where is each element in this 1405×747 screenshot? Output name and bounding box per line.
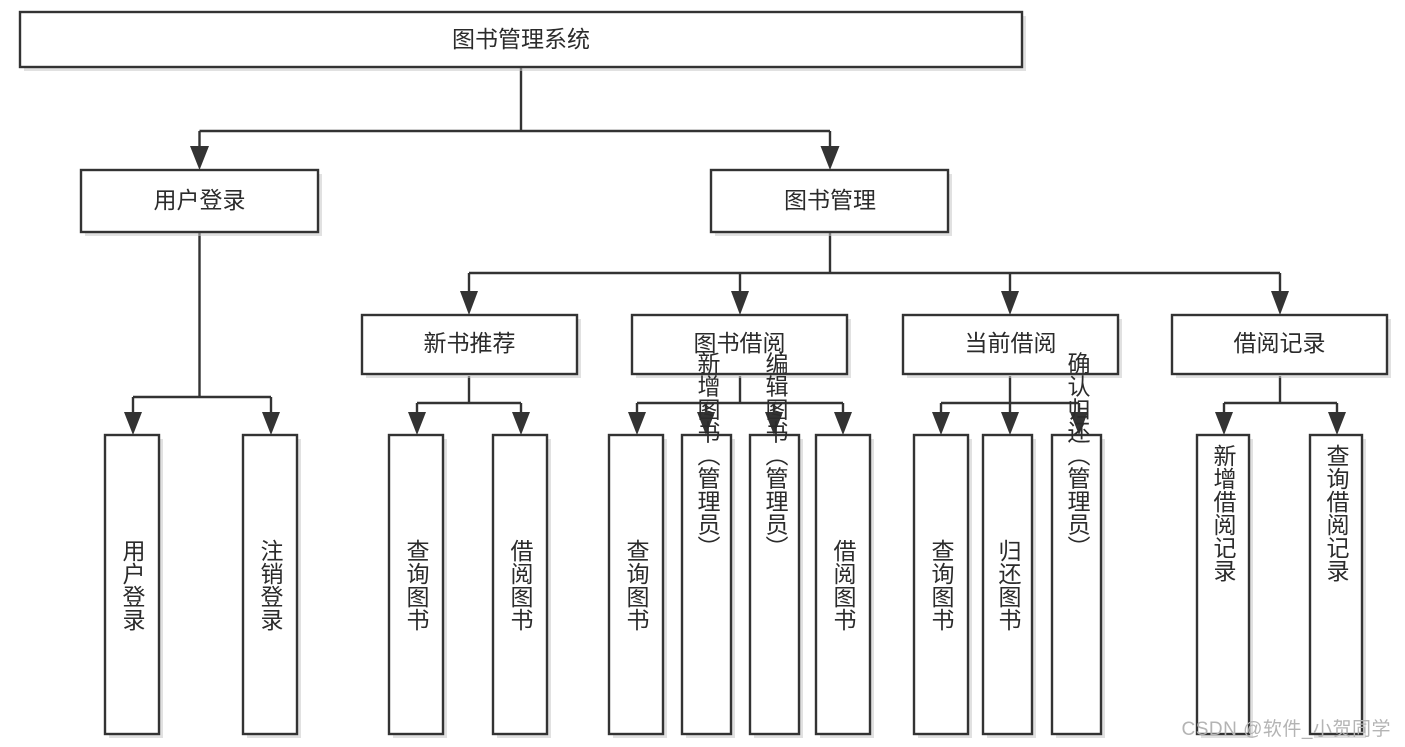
node-box[interactable]: [387, 433, 445, 736]
arrowhead-book-borrow: [731, 291, 749, 315]
node-label-borrow-record: 借阅记录: [1234, 330, 1326, 356]
arrowhead-user-login: [190, 146, 209, 170]
node-label-leaf-confirm-return: 确认归还（管理员）: [1064, 352, 1091, 559]
node-leaf-edit-book[interactable]: 编辑图书（管理员）: [748, 352, 803, 739]
node-label-leaf-add-book: 新增图书（管理员）: [694, 352, 721, 559]
node-label-leaf-user-login: 用户登录: [119, 539, 146, 631]
node-label-leaf-query-book-2: 查询图书: [623, 539, 650, 631]
node-label-leaf-user-logout: 注销登录: [257, 539, 284, 631]
connector-layer: [124, 67, 1346, 435]
node-box[interactable]: [491, 433, 549, 736]
node-leaf-query-book-3[interactable]: 查询图书: [912, 433, 972, 738]
arrowhead-leaf-edit-book: [765, 412, 783, 435]
node-leaf-borrow-book-1[interactable]: 借阅图书: [491, 433, 551, 738]
node-box[interactable]: [912, 433, 970, 736]
node-box[interactable]: [680, 433, 733, 736]
node-box[interactable]: [1308, 433, 1364, 736]
node-label-leaf-query-book-3: 查询图书: [928, 539, 955, 631]
node-label-root: 图书管理系统: [452, 26, 590, 52]
node-label-current-borrow: 当前借阅: [965, 330, 1057, 356]
node-box[interactable]: [241, 433, 299, 736]
node-leaf-add-record[interactable]: 新增借阅记录: [1195, 433, 1253, 738]
node-leaf-user-logout[interactable]: 注销登录: [241, 433, 301, 738]
node-book-management[interactable]: 图书管理: [709, 168, 952, 236]
node-leaf-query-book-1[interactable]: 查询图书: [387, 433, 447, 738]
arrowhead-leaf-query-book-2: [628, 412, 646, 435]
arrowhead-leaf-query-record: [1328, 412, 1346, 435]
node-box[interactable]: [1050, 433, 1103, 736]
node-box[interactable]: [814, 433, 872, 736]
arrowhead-book-management: [820, 146, 840, 170]
arrowhead-new-book-recommend: [460, 291, 478, 315]
arrowhead-leaf-user-login: [124, 412, 142, 435]
node-box[interactable]: [709, 168, 950, 234]
arrowhead-leaf-borrow-book-1: [512, 412, 530, 435]
node-label-leaf-borrow-book-2: 借阅图书: [830, 539, 857, 631]
node-label-user-login: 用户登录: [154, 187, 246, 213]
node-box[interactable]: [79, 168, 320, 234]
arrowhead-leaf-query-book-1: [408, 412, 426, 435]
node-label-book-management: 图书管理: [784, 187, 876, 213]
node-leaf-add-book[interactable]: 新增图书（管理员）: [680, 352, 735, 739]
arrowhead-leaf-confirm-return: [1070, 412, 1088, 435]
node-leaf-user-login[interactable]: 用户登录: [103, 433, 163, 738]
node-box[interactable]: [748, 433, 801, 736]
node-box[interactable]: [981, 433, 1034, 736]
node-label-leaf-query-record: 查询借阅记录: [1323, 444, 1350, 582]
node-leaf-borrow-book-2[interactable]: 借阅图书: [814, 433, 874, 738]
node-box[interactable]: [901, 313, 1120, 376]
arrowhead-borrow-record: [1271, 291, 1289, 315]
node-box[interactable]: [360, 313, 579, 376]
arrowhead-leaf-return-book: [1001, 412, 1019, 435]
node-box[interactable]: [18, 10, 1024, 69]
node-box[interactable]: [1170, 313, 1389, 376]
node-book-management-system[interactable]: 图书管理系统: [18, 10, 1026, 71]
node-label-leaf-add-record: 新增借阅记录: [1210, 444, 1237, 582]
node-borrow-record[interactable]: 借阅记录: [1170, 313, 1391, 378]
node-box[interactable]: [1195, 433, 1251, 736]
node-book-borrow[interactable]: 图书借阅: [630, 313, 851, 378]
arrowhead-leaf-add-book: [697, 412, 715, 435]
node-leaf-query-book-2[interactable]: 查询图书: [607, 433, 667, 738]
arrowhead-leaf-borrow-book-2: [834, 412, 852, 435]
node-user-login[interactable]: 用户登录: [79, 168, 322, 236]
node-box[interactable]: [607, 433, 665, 736]
arrowhead-leaf-query-book-3: [932, 412, 950, 435]
node-leaf-return-book[interactable]: 归还图书: [981, 433, 1036, 738]
node-box[interactable]: [103, 433, 161, 736]
node-label-leaf-return-book: 归还图书: [995, 539, 1022, 631]
node-current-borrow[interactable]: 当前借阅: [901, 313, 1122, 378]
arrowhead-leaf-add-record: [1215, 412, 1233, 435]
node-label-leaf-borrow-book-1: 借阅图书: [507, 539, 534, 631]
node-label-leaf-query-book-1: 查询图书: [403, 539, 430, 631]
node-label-book-borrow: 图书借阅: [694, 330, 786, 356]
arrowhead-current-borrow: [1001, 291, 1019, 315]
node-box[interactable]: [630, 313, 849, 376]
node-label-new-book-recommend: 新书推荐: [424, 330, 516, 356]
node-new-book-recommend[interactable]: 新书推荐: [360, 313, 581, 378]
arrowhead-leaf-user-logout: [262, 412, 280, 435]
node-label-leaf-edit-book: 编辑图书（管理员）: [762, 352, 789, 559]
node-leaf-confirm-return[interactable]: 确认归还（管理员）: [1050, 352, 1105, 739]
node-leaf-query-record[interactable]: 查询借阅记录: [1308, 433, 1366, 738]
